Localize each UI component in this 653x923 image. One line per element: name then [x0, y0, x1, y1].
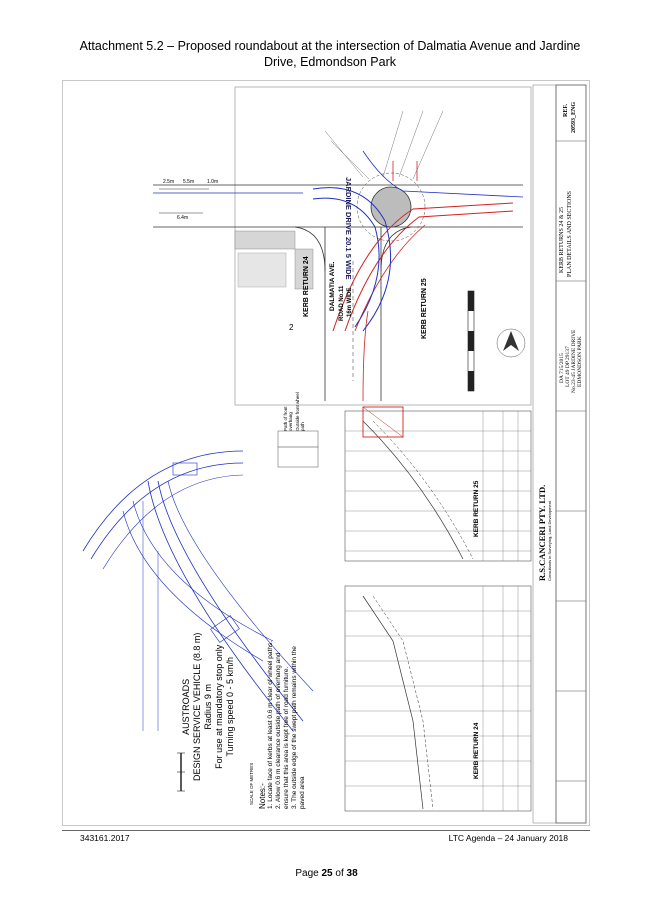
ref-number: 20593_ENG [571, 101, 577, 133]
page-current: 25 [321, 868, 333, 879]
title-line-1: Attachment 5.2 – Proposed roundabout at … [79, 39, 581, 53]
ref-label: REF. [563, 104, 569, 117]
note-1: 1. Locate face of kerbs at least 0.6 m c… [267, 640, 274, 809]
road-number: ROAD No.11 [339, 285, 345, 321]
document-id: 343161.2017 [80, 833, 130, 843]
street-label-jardine: JARDINE DRIVE 20.1 5 WIDE [344, 177, 353, 280]
vehicle-radius: Radius 9 m [203, 684, 213, 730]
lot-label: 2 [289, 323, 294, 332]
wheel-path-label: Outside front wheel path [295, 392, 305, 431]
page-total: 38 [346, 868, 358, 879]
note-2: 2. Allow 0.6 m clearance outside path of… [275, 652, 282, 809]
vehicle-template-text: AUSTROADS DESIGN SERVICE VEHICLE (8.8 m)… [181, 633, 236, 781]
vehicle-use: For use at mandatory stop only [214, 644, 224, 769]
notes-block: Notes:- 1. Locate face of kerbs at least… [258, 640, 307, 809]
title-line-2: Drive, Edmondson Park [263, 55, 396, 69]
vehicle-speed: Turning speed 0 - 5 km/h [225, 656, 235, 757]
drawing-linework [82, 84, 587, 824]
note-3: 3. The outside edge of the swept path re… [291, 646, 298, 809]
plan-title-2: PLAN DETAILS AND SECTIONS [567, 190, 573, 277]
agenda-label: LTC Agenda – 24 January 2018 [448, 833, 568, 843]
kerb-return-24-section: KERB RETURN 24 [473, 722, 480, 779]
page-prefix: Page [295, 868, 322, 879]
street-label-dalmatia: DALMATIA AVE. [329, 261, 336, 311]
note-2b: ensure that this area is kept free of ro… [283, 666, 290, 809]
firm-name: R.S.CANCERI PTY. LTD. [537, 484, 547, 581]
scale-of-metres: SCALE OF METRES [249, 762, 254, 805]
dim-c: 1.0m [207, 179, 219, 185]
dim-a: 2.5m [163, 179, 175, 185]
attachment-title: Attachment 5.2 – Proposed roundabout at … [60, 38, 600, 70]
road-width: 16m WIDE [347, 287, 353, 317]
footer-rule [62, 830, 590, 831]
vehicle-name: DESIGN SERVICE VEHICLE (8.8 m) [192, 632, 202, 781]
dim-d: 6.4m [177, 215, 189, 221]
kerb-return-25-plan: KERB RETURN 25 [421, 278, 428, 339]
notes-heading: Notes:- [258, 783, 267, 809]
plan-title-1: KERB RETURNS 24 & 25 [559, 206, 565, 273]
vehicle-title: AUSTROADS [181, 678, 191, 735]
engineering-drawing: JARDINE DRIVE 20.1 5 WIDE DALMATIA AVE. … [62, 80, 590, 826]
page-number: Page 25 of 38 [0, 868, 653, 879]
page-of: of [332, 868, 347, 879]
kerb-return-25-section: KERB RETURN 25 [473, 480, 480, 537]
suburb: EDMONDSON PARK [577, 336, 583, 387]
overhang-label: Path of front overhang [283, 406, 293, 431]
note-3b: paved area [299, 776, 306, 809]
firm-subtitle: Consultants in Surveying, Land Developme… [547, 500, 552, 581]
kerb-return-24-plan: KERB RETURN 24 [303, 256, 310, 317]
dim-b: 5.5m [183, 179, 195, 185]
